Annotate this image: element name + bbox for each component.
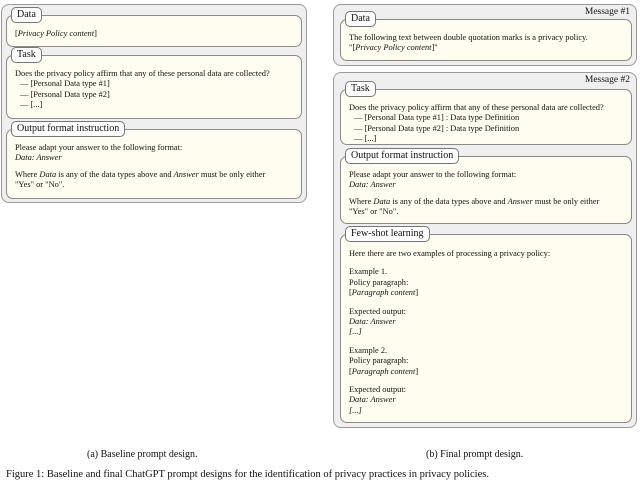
caption-baseline: (a) Baseline prompt design.: [87, 449, 198, 460]
example2-ellipsis: [...]: [349, 405, 362, 415]
final-fewshot-tag: Few-shot learning: [345, 226, 430, 242]
baseline-format-tag: Output format instruction: [11, 121, 126, 137]
final-format-box: Output format instruction Please adapt y…: [340, 148, 632, 224]
final-format-template: Data: Answer: [349, 180, 396, 190]
fewshot-intro: Here there are two examples of processin…: [349, 249, 551, 258]
baseline-format-line: "Yes" or "No".: [15, 180, 65, 190]
final-data-line: The following text between double quotat…: [349, 33, 588, 42]
final-format-tag: Output format instruction: [345, 148, 460, 164]
example2-output-label: Expected output:: [349, 385, 406, 395]
baseline-format-line: Please adapt your answer to the followin…: [15, 143, 183, 152]
example2-paragraph: [Paragraph content]: [349, 366, 419, 376]
final-format-line: Where Data is any of the data types abov…: [349, 196, 600, 206]
baseline-task-item: — [Personal Data type #1]: [20, 79, 110, 89]
caption-final: (b) Final prompt design.: [426, 449, 524, 460]
baseline-format-box: Output format instruction Please adapt y…: [6, 121, 302, 199]
baseline-format-line: Where Data is any of the data types abov…: [15, 169, 266, 179]
example1-ellipsis: [...]: [349, 327, 362, 337]
baseline-panel: Data [Privacy Policy content] Task Does …: [1, 4, 307, 203]
final-data-tag: Data: [345, 11, 376, 27]
final-task-item: — [...]: [354, 134, 377, 144]
example1-label: Policy paragraph:: [349, 277, 409, 287]
example1-output-label: Expected output:: [349, 306, 406, 316]
final-task-item: — [Personal Data type #2] : Data type De…: [354, 123, 520, 133]
baseline-task-box: Task Does the privacy policy affirm that…: [6, 47, 302, 119]
example1-title: Example 1.: [349, 267, 388, 277]
baseline-task-item: — [...]: [20, 100, 43, 110]
final-task-item: — [Personal Data type #1] : Data type De…: [354, 113, 520, 123]
baseline-data-line: [Privacy Policy content]: [15, 29, 97, 38]
final-fewshot-box: Few-shot learning Here there are two exa…: [340, 226, 632, 423]
baseline-data-tag: Data: [11, 7, 42, 23]
message1-label: Message #1: [584, 7, 630, 17]
message1-panel: Message #1 Data The following text betwe…: [333, 4, 637, 66]
message2-label: Message #2: [584, 75, 630, 85]
figure-caption: Figure 1: Baseline and final ChatGPT pro…: [6, 469, 489, 480]
example2-title: Example 2.: [349, 345, 388, 355]
final-task-tag: Task: [345, 81, 376, 97]
baseline-task-tag: Task: [11, 47, 42, 63]
baseline-format-template: Data: Answer: [15, 153, 62, 163]
final-task-box: Task Does the privacy policy affirm that…: [340, 81, 632, 145]
final-format-line: "Yes" or "No".: [349, 207, 399, 217]
message2-panel: Message #2 Task Does the privacy policy …: [333, 72, 637, 428]
example2-label: Policy paragraph:: [349, 356, 409, 366]
final-data-line: "[Privacy Policy content]": [349, 43, 438, 53]
final-format-line: Please adapt your answer to the followin…: [349, 170, 517, 179]
baseline-data-box: Data [Privacy Policy content]: [6, 7, 302, 47]
final-data-box: Data The following text between double q…: [340, 11, 632, 61]
baseline-task-item: — [Personal Data type #2]: [20, 89, 110, 99]
example2-output: Data: Answer: [349, 395, 396, 405]
example1-paragraph: [Paragraph content]: [349, 288, 419, 298]
example1-output: Data: Answer: [349, 317, 396, 327]
final-task-question: Does the privacy policy affirm that any …: [349, 103, 604, 112]
baseline-task-question: Does the privacy policy affirm that any …: [15, 69, 270, 78]
